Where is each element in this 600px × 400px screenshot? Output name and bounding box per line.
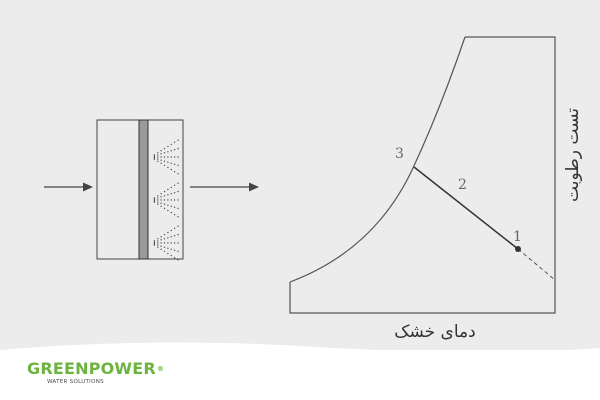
process-line-extension <box>517 248 556 281</box>
x-axis-label: دمای خشک <box>394 322 475 342</box>
state-point-1 <box>515 246 521 252</box>
point-label-3: 3 <box>395 146 404 162</box>
process-line <box>413 166 519 250</box>
brand-logo: GREENPOWER® WATER SOLUTIONS <box>27 359 165 386</box>
chart-boundary <box>289 36 556 314</box>
outlet-air-arrow <box>190 182 259 192</box>
inlet-air-arrow <box>44 182 93 192</box>
water-spray-pattern <box>153 139 179 261</box>
footer <box>0 350 600 400</box>
evaporative-pad-media <box>138 119 149 260</box>
y-axis-label: تست رطوبت <box>563 108 583 202</box>
brand-tagline: WATER SOLUTIONS <box>47 379 104 385</box>
brand-name: GREENPOWER® <box>27 359 165 378</box>
point-label-1: 1 <box>513 229 522 245</box>
point-label-2: 2 <box>458 177 467 193</box>
saturation-curve <box>289 36 466 283</box>
psychrometric-diagram: 1 2 3 دمای خشک تست رطوبت <box>44 36 583 342</box>
